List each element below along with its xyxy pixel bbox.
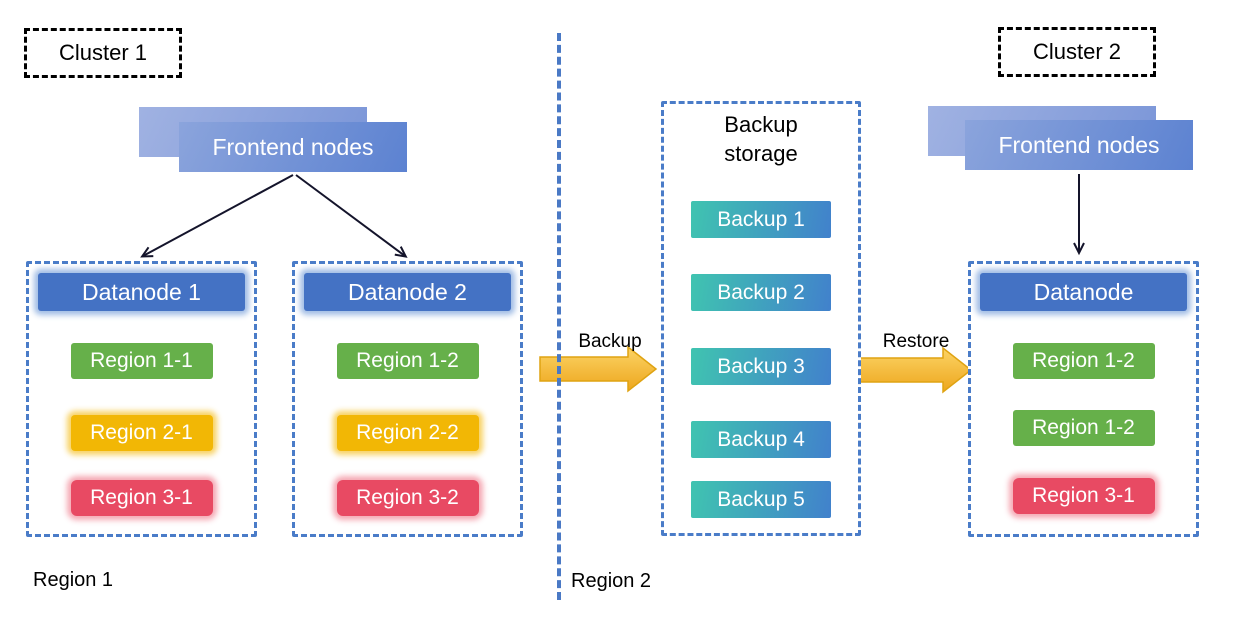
backup-chip: Backup 3 <box>691 348 831 385</box>
cluster2-label-box: Cluster 2 <box>998 27 1156 77</box>
arrow-frontend-to-datanode1 <box>140 174 294 258</box>
backup-flow-arrow <box>539 345 658 393</box>
region-chip: Region 2-2 <box>336 415 479 451</box>
datanode2-title: Datanode 2 <box>348 278 467 305</box>
backup-chip: Backup 2 <box>691 274 831 311</box>
datanode2-header: Datanode 2 <box>304 273 511 311</box>
arrow-frontend-to-datanode2 <box>295 174 408 258</box>
frontend-nodes-card-c1: Frontend nodes <box>179 122 407 172</box>
datanode1-header: Datanode 1 <box>38 273 245 311</box>
region-chip: Region 1-1 <box>70 343 213 379</box>
region-chip: Region 3-1 <box>70 480 213 516</box>
backup-chip: Backup 5 <box>691 481 831 518</box>
frontend-nodes-label-c1: Frontend nodes <box>212 133 374 160</box>
backup-chip: Backup 4 <box>691 421 831 458</box>
region-chip: Region 1-2 <box>336 343 479 379</box>
frontend-nodes-card-c2: Frontend nodes <box>965 120 1193 170</box>
region-chip: Region 1-2 <box>1012 410 1155 446</box>
region-chip: Region 1-2 <box>1012 343 1155 379</box>
region2-zone-label: Region 2 <box>571 570 652 592</box>
cluster1-label-box: Cluster 1 <box>24 28 182 78</box>
frontend-nodes-label-c2: Frontend nodes <box>998 131 1160 158</box>
cluster2-label: Cluster 2 <box>1032 39 1122 64</box>
datanode1-title: Datanode 1 <box>82 278 201 305</box>
region1-zone-label: Region 1 <box>33 569 114 591</box>
datanode1-container: Datanode 1 Region 1-1 Region 2-1 Region … <box>26 261 257 537</box>
datanode-c2-container: Datanode Region 1-2 Region 1-2 Region 3-… <box>968 261 1199 537</box>
region-chip: Region 3-2 <box>336 480 479 516</box>
backup-storage-container: Backup storage Backup 1 Backup 2 Backup … <box>661 101 861 536</box>
region-divider-line <box>557 33 561 600</box>
backup-storage-title: Backup storage <box>724 112 798 167</box>
datanode2-container: Datanode 2 Region 1-2 Region 2-2 Region … <box>292 261 523 537</box>
datanode-c2-title: Datanode <box>1033 278 1134 305</box>
restore-flow-label: Restore <box>882 331 950 352</box>
restore-flow-arrow <box>854 346 973 394</box>
backup-chip: Backup 1 <box>691 201 831 238</box>
region-chip: Region 2-1 <box>70 415 213 451</box>
cluster1-label: Cluster 1 <box>58 40 148 65</box>
region-chip: Region 3-1 <box>1012 478 1155 514</box>
datanode-c2-header: Datanode <box>980 273 1187 311</box>
backup-flow-label: Backup <box>578 331 642 352</box>
